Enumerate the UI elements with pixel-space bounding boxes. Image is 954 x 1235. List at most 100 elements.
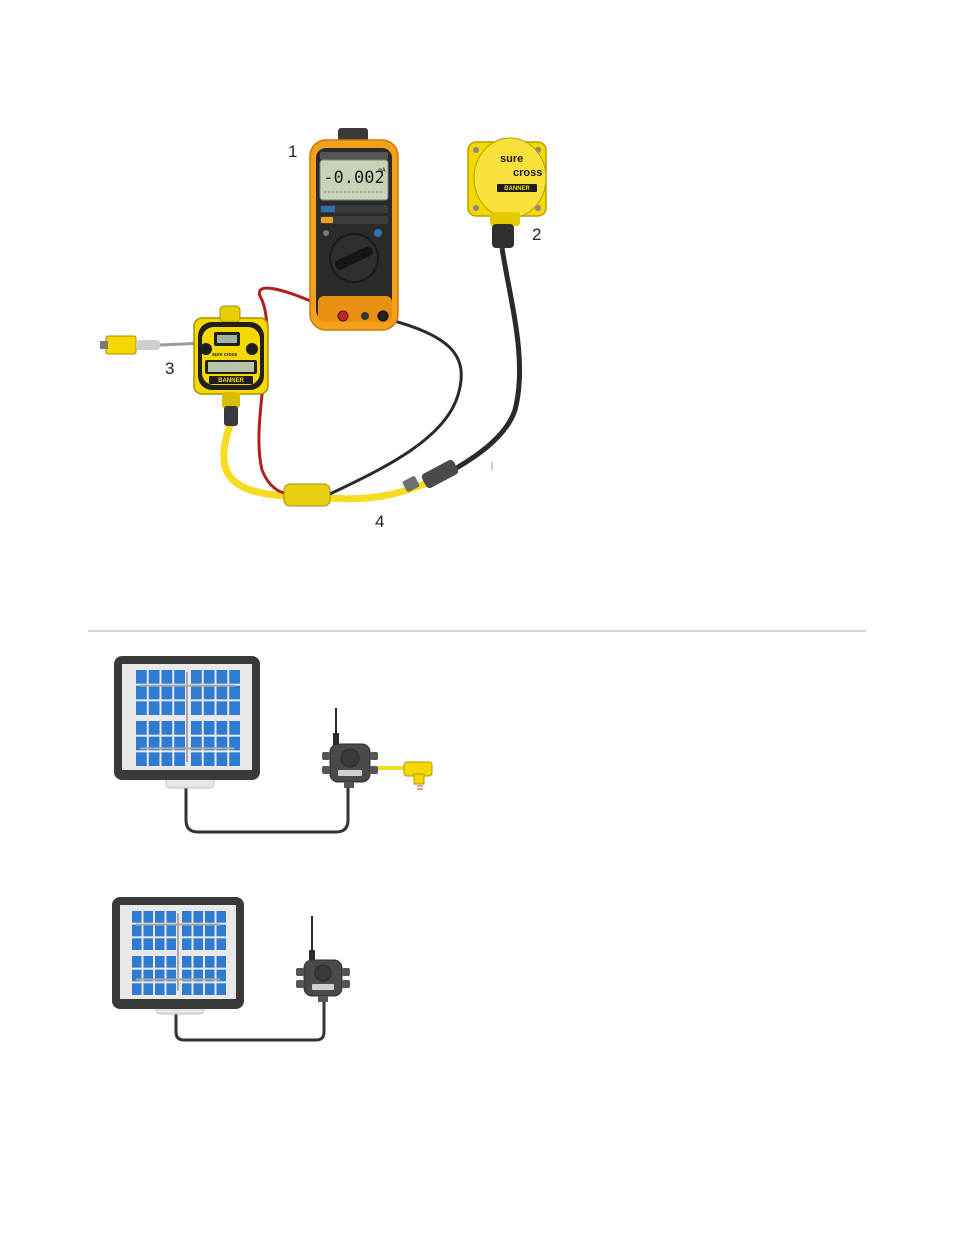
solar-cell xyxy=(217,752,228,766)
solar-cell xyxy=(155,925,165,937)
solar-cell xyxy=(132,911,142,923)
solar-panel-1 xyxy=(114,656,260,788)
solar-cell xyxy=(149,701,160,715)
solar-cell xyxy=(144,925,154,937)
solar-cell xyxy=(204,670,215,684)
solar-cell xyxy=(136,721,147,735)
solar-cell xyxy=(205,956,215,968)
solar-cell xyxy=(229,752,240,766)
inline-connector xyxy=(420,458,459,489)
solar-cell xyxy=(174,721,185,735)
solar-cell xyxy=(149,670,160,684)
solar-cell xyxy=(194,983,204,995)
solar-cell xyxy=(204,752,215,766)
jack-red xyxy=(338,311,348,321)
svg-text:sure: sure xyxy=(500,153,523,165)
solar-cell xyxy=(204,686,215,700)
callout-1: 1 xyxy=(288,142,297,161)
solar-cell xyxy=(229,701,240,715)
solar-cell xyxy=(155,956,165,968)
solar-cell xyxy=(217,925,227,937)
solar-cell xyxy=(149,686,160,700)
solar-cell xyxy=(194,911,204,923)
jack-com xyxy=(378,311,388,321)
solar-cell xyxy=(229,670,240,684)
solar-cell xyxy=(194,925,204,937)
solar-cell xyxy=(217,686,228,700)
svg-text:cross: cross xyxy=(513,167,542,179)
solar-cell xyxy=(205,938,215,950)
solar-cell xyxy=(182,983,192,995)
solar-cell xyxy=(174,686,185,700)
solar-cell xyxy=(167,956,177,968)
solar-cell xyxy=(144,956,154,968)
solar-setup xyxy=(112,897,350,1040)
solar-cell xyxy=(132,983,142,995)
multimeter: -0.002 mA xyxy=(310,128,398,330)
solar-cell xyxy=(217,983,227,995)
sensor xyxy=(100,336,160,354)
solar-cell xyxy=(167,938,177,950)
cable-splitter xyxy=(284,484,330,506)
solar-cell xyxy=(162,752,173,766)
solar-cell xyxy=(182,938,192,950)
solar-cell xyxy=(191,701,202,715)
radio-node-2 xyxy=(296,916,350,1002)
sure-cross-node: sure cross BANNER xyxy=(194,306,268,426)
solar-cell xyxy=(136,686,147,700)
solar-cell xyxy=(155,938,165,950)
solar-cell xyxy=(132,925,142,937)
solar-cell xyxy=(217,911,227,923)
solar-cell xyxy=(182,911,192,923)
solar-cell xyxy=(229,721,240,735)
solar-cell xyxy=(217,701,228,715)
solar-cell xyxy=(194,956,204,968)
solar-cell xyxy=(217,721,228,735)
radio-node-1 xyxy=(322,708,378,788)
solar-cell xyxy=(204,701,215,715)
callout-2: 2 xyxy=(532,225,541,244)
solar-cell xyxy=(136,701,147,715)
solar-cell xyxy=(144,983,154,995)
solar-cell xyxy=(182,956,192,968)
black-cable-to-node xyxy=(445,248,520,475)
solar-cell xyxy=(217,956,227,968)
solar-panel-2 xyxy=(112,897,244,1014)
solar-cell xyxy=(149,721,160,735)
node-maker-label: BANNER xyxy=(218,378,244,384)
meter-unit: mA xyxy=(378,167,386,174)
solar-cell xyxy=(204,721,215,735)
solar-cell xyxy=(149,752,160,766)
node-brand-label: sure cross xyxy=(212,352,238,358)
solar-cell xyxy=(191,752,202,766)
solar-cell xyxy=(132,956,142,968)
solar-cell xyxy=(136,752,147,766)
solar-cell xyxy=(191,721,202,735)
solar-cell xyxy=(162,721,173,735)
gateway-maker-label: BANNER xyxy=(504,186,530,192)
solar-cell xyxy=(205,983,215,995)
solar-cell xyxy=(162,701,173,715)
solar-cell xyxy=(167,983,177,995)
solar-cell xyxy=(174,752,185,766)
callout-4: 4 xyxy=(375,512,384,531)
meter-reading: -0.002 xyxy=(323,168,384,188)
callout-3: 3 xyxy=(165,359,174,378)
solar-cell xyxy=(229,686,240,700)
solar-cell xyxy=(191,686,202,700)
wiring-figure: -0.002 mA sure xyxy=(100,128,546,531)
solar-setup-with-sensor xyxy=(114,656,432,832)
solar-cell xyxy=(144,911,154,923)
solar-cell xyxy=(162,686,173,700)
solar-cell xyxy=(174,670,185,684)
solar-cell xyxy=(162,670,173,684)
solar-cell xyxy=(217,938,227,950)
solar-cell xyxy=(167,925,177,937)
solar-cell xyxy=(182,925,192,937)
sensor-connector xyxy=(404,762,432,789)
solar-cell xyxy=(144,938,154,950)
solar-cell xyxy=(136,670,147,684)
solar-cell xyxy=(155,911,165,923)
solar-cell xyxy=(194,938,204,950)
